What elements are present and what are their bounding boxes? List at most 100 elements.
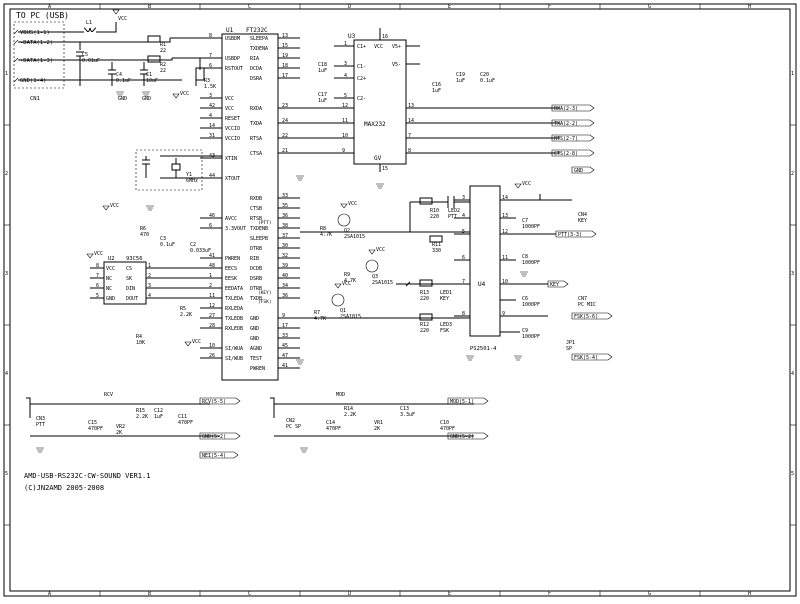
row-label-left: 3 <box>5 271 8 277</box>
u3-io-left-pin: 12 <box>342 103 348 109</box>
u1-right-pin-number: 36 <box>282 293 288 299</box>
u3-left-pin-name: C1- <box>357 64 366 70</box>
u1-right-pin-name: DTRB <box>250 246 262 252</box>
row-label-right: 3 <box>791 271 794 277</box>
u1-left-pin-name: EESK <box>225 276 237 282</box>
vcc-text: VCC <box>342 281 351 287</box>
u1-left-pin-name: USBDP <box>225 56 240 62</box>
net-cts: CTS(2-8) <box>554 151 578 157</box>
gnd-symbol <box>36 447 44 453</box>
u4-body <box>469 185 501 337</box>
net-gnd-flag <box>571 166 595 174</box>
u1-left-pin-name: RXLEDB <box>225 326 243 332</box>
u1-right-pin-number: 33 <box>282 193 288 199</box>
u1-left-pin-number: 41 <box>209 253 215 259</box>
u1-right-pin-number: 37 <box>282 233 288 239</box>
u1-right-pin-name: GND <box>250 326 259 332</box>
net-rcv-flag <box>199 397 241 405</box>
row-label-right: 1 <box>791 71 794 77</box>
vcc-text: VCC <box>192 339 201 345</box>
crystal-dashed-box <box>135 149 203 191</box>
col-label-top: G <box>648 4 651 10</box>
u1-right-pin-number: 38 <box>282 223 288 229</box>
vcc-symbol <box>86 253 94 259</box>
gnd-label-1: GND <box>118 96 127 102</box>
u1-ref: U1 <box>226 27 234 34</box>
net-key: KEY <box>550 282 559 288</box>
net-mod: MOD(5-1) <box>450 399 474 405</box>
mod-label: MOD <box>336 392 345 398</box>
gnd-symbol <box>300 447 308 453</box>
outer-frame <box>3 3 797 597</box>
net-rxa-flag <box>551 104 595 112</box>
u2-right-pin-name: DIN <box>126 286 135 292</box>
u1-right-pin-number: 36 <box>282 213 288 219</box>
net-gnd-a: GND(5-2) <box>202 434 226 440</box>
r13-resistor <box>419 279 433 287</box>
u1-left-pin-number: 10 <box>209 343 215 349</box>
net-ptt: PTT(3-3) <box>558 232 582 238</box>
u1-body <box>221 33 279 381</box>
u1-left-pin-name: EEDATA <box>225 286 243 292</box>
row-label-right: 5 <box>791 471 794 477</box>
u1-right-pin-number: 47 <box>282 353 288 359</box>
u1-left-pin-name: VCC <box>225 96 234 102</box>
u1-right-pin-name: GND <box>250 316 259 322</box>
vcc-symbol <box>172 93 180 99</box>
u1-left-pin-name: 3.3VOUT <box>225 226 246 232</box>
u1-left-pin-number: 46 <box>209 213 215 219</box>
vcc-symbol <box>368 249 376 255</box>
u2-right-pin-name: CS <box>126 266 132 272</box>
u4-right-pin-number: 12 <box>502 229 508 235</box>
gnd-symbol <box>514 355 522 361</box>
row-label-left: 2 <box>5 171 8 177</box>
vcc-symbol <box>340 203 348 209</box>
u1-right-pin-number: 35 <box>282 203 288 209</box>
vcc-text: VCC <box>110 203 119 209</box>
net-gnd-b-flag <box>447 432 489 440</box>
u2-right-pin-name: DOUT <box>126 296 138 302</box>
cn1-pin-4: GND(1-4) <box>20 78 47 84</box>
u1-left-pin-number: 28 <box>209 323 215 329</box>
u1-right-pin-name: TXDENA <box>250 46 268 52</box>
u1-left-pin-name: RESET <box>225 116 240 122</box>
col-label-bottom: A <box>48 591 51 597</box>
u1-right-pin-name: RXDA <box>250 106 262 112</box>
gnd-symbol <box>142 91 150 97</box>
u1-left-pin-number: 6 <box>209 223 212 229</box>
u1-right-pin-number: 32 <box>282 253 288 259</box>
net-fsk-b: FSK(5-4) <box>574 355 598 361</box>
u2-ref: U2 <box>108 256 115 262</box>
row-label-left: 1 <box>5 71 8 77</box>
u1-left-pin-name: XTOUT <box>225 176 240 182</box>
gnd-label-2: GND <box>142 96 151 102</box>
u1-right-pin-number: 23 <box>282 103 288 109</box>
u1-left-pin-number: 3 <box>209 93 212 99</box>
vcc-text: VCC <box>376 247 385 253</box>
u1-right-pin-name: CTSA <box>250 151 262 157</box>
col-label-bottom: D <box>348 591 351 597</box>
u1-left-pin-name: SI/WUB <box>225 356 243 362</box>
u1-left-pin-number: 8 <box>209 33 212 39</box>
u1-left-pin-number: 42 <box>209 103 215 109</box>
u2-right-pin-number: 3 <box>148 283 151 289</box>
